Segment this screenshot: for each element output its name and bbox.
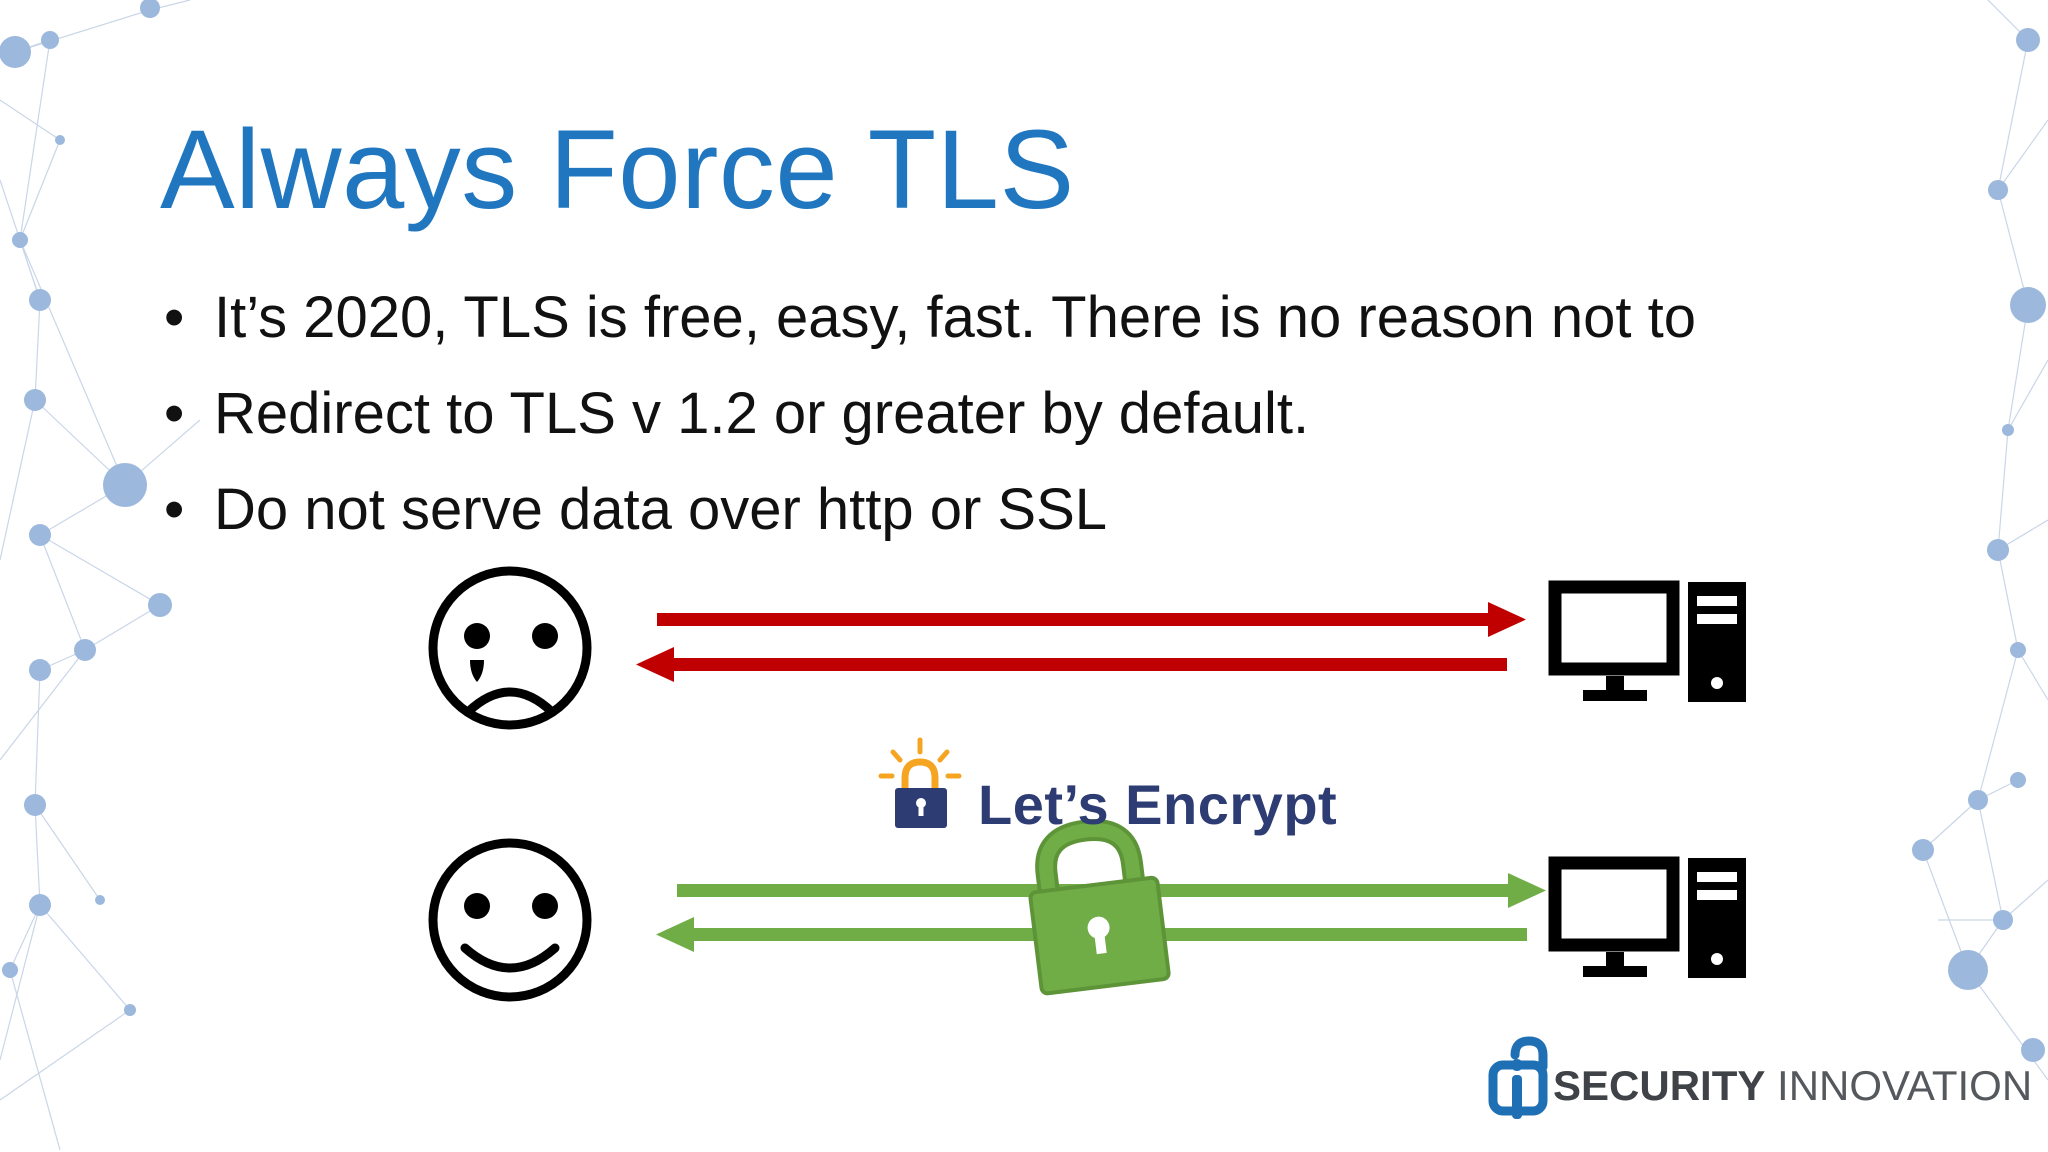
bullet-item: • It’s 2020, TLS is free, easy, fast. Th… (160, 285, 1696, 381)
padlock-icon (1028, 819, 1171, 996)
slide-title: Always Force TLS (160, 107, 1075, 232)
bullet-text: It’s 2020, TLS is free, easy, fast. Ther… (214, 285, 1696, 350)
company-name-bold: SECURITY (1553, 1062, 1766, 1109)
bullet-marker: • (164, 285, 185, 350)
network-decoration-right (1912, 0, 2048, 1081)
network-decoration-left (0, 0, 200, 1151)
security-innovation-logo (1488, 1036, 1548, 1119)
computer-icon (1548, 580, 1746, 702)
lets-encrypt-lock-icon (878, 737, 962, 828)
happy-face-icon (428, 838, 592, 1002)
bullet-marker: • (164, 477, 185, 542)
company-name-light: INNOVATION (1765, 1062, 2033, 1109)
security-innovation-wordmark: SECURITY INNOVATION (1553, 1062, 2032, 1110)
bullet-item: • Do not serve data over http or SSL (160, 477, 1696, 573)
lets-encrypt-label: Let’s Encrypt (978, 773, 1338, 836)
bullet-item: • Redirect to TLS v 1.2 or greater by de… (160, 381, 1696, 477)
bullet-list: • It’s 2020, TLS is free, easy, fast. Th… (160, 285, 1696, 573)
bullet-text: Redirect to TLS v 1.2 or greater by defa… (214, 381, 1310, 446)
bullet-marker: • (164, 381, 185, 446)
insecure-arrow-right (657, 602, 1526, 637)
insecure-arrow-left (636, 647, 1507, 682)
bullet-text: Do not serve data over http or SSL (214, 477, 1108, 542)
sad-face-icon (428, 566, 592, 730)
computer-icon (1548, 856, 1746, 978)
